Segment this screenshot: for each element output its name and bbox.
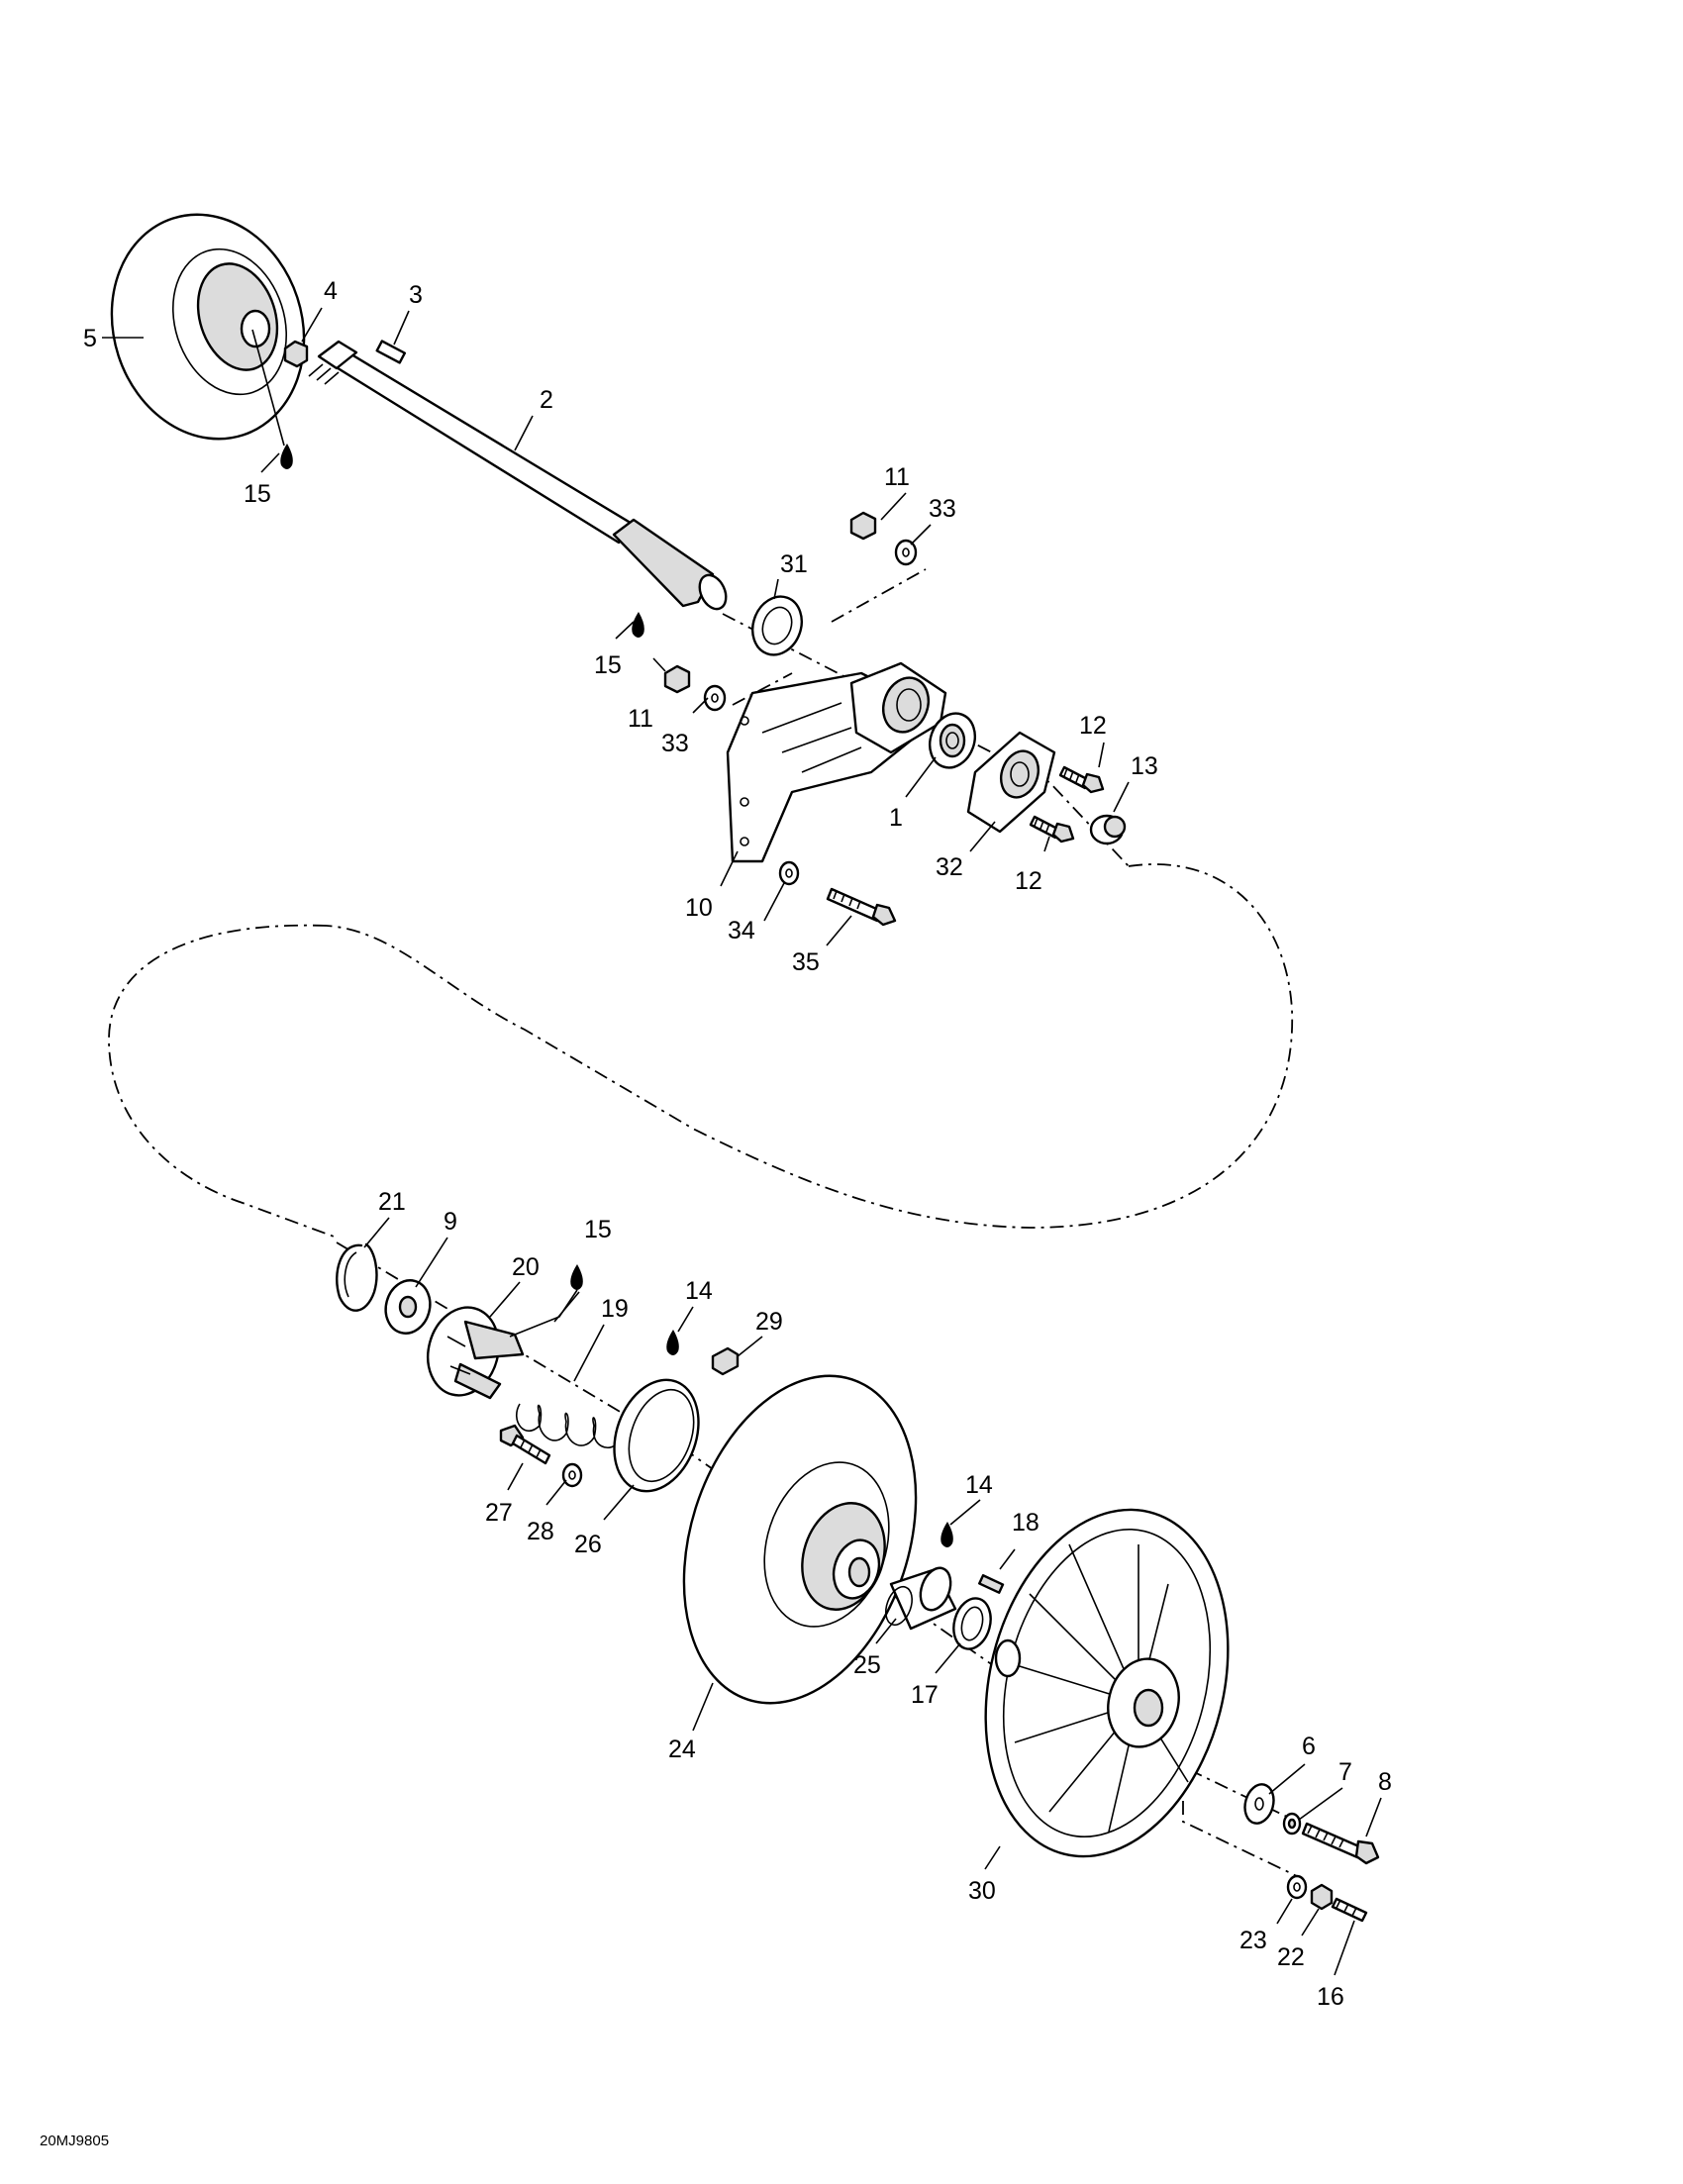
part-16-screw [1331,1897,1368,1923]
callout-8: 8 [1378,1768,1392,1796]
callout-22: 22 [1277,1943,1305,1971]
callout-12-lower: 12 [1015,867,1042,895]
part-11-nut-upper [849,511,877,541]
part-23-washer [1286,1874,1308,1900]
part-5-sheave [110,213,306,441]
grease-drop-icon [570,1264,583,1290]
callout-18: 18 [1012,1509,1040,1537]
callout-19: 19 [601,1295,629,1323]
drawing-code: 20MJ9805 [40,2133,109,2149]
callout-34: 34 [728,917,755,944]
callout-3: 3 [409,281,423,309]
upper-axis-line [831,568,927,623]
part-24-sheave [682,1374,918,1705]
part-11-nut-lower [663,664,691,694]
callout-29: 29 [755,1308,783,1336]
part-18-key [978,1574,1005,1594]
callout-11-lower: 11 [628,705,653,733]
part-4-nut [283,340,309,368]
callout-33-lower: 33 [661,730,689,757]
part-6-washer [1243,1783,1275,1825]
part-31-seal [751,595,803,656]
part-7-lockwasher [1282,1812,1302,1836]
callout-10: 10 [685,894,713,922]
callout-12-upper: 12 [1079,712,1107,740]
part-3-key [375,340,407,364]
callout-6: 6 [1302,1733,1316,1760]
drive-belt-outline [108,863,1294,1239]
bearing-housing [849,661,947,754]
part-12-screw-upper [1058,765,1105,794]
part-25-sleeve [885,1566,957,1631]
callout-15-lower: 15 [584,1216,612,1243]
part-33-washer-lower [703,684,727,712]
callout-labels: 5 4 3 2 15 11 33 31 15 11 33 12 13 1 32 … [83,277,1392,2011]
callout-33-upper: 33 [929,495,956,523]
bracket-axis-line [732,672,793,706]
callout-4: 4 [324,277,338,305]
callout-20: 20 [512,1253,540,1281]
part-9-washer [384,1279,432,1335]
part-27-bolt [499,1424,551,1465]
part-21-circlip [336,1242,378,1312]
callout-11-upper: 11 [884,463,910,491]
callout-15-upper: 15 [244,480,271,508]
callout-2: 2 [540,386,553,414]
callout-1: 1 [889,804,903,832]
part-2-shaft [308,340,728,611]
part-13-cap [1089,814,1127,845]
callout-25: 25 [853,1651,881,1679]
part-28-washer [561,1462,583,1488]
callout-5: 5 [83,325,97,352]
part-12-screw-lower [1029,815,1075,844]
bolt-axis-line [1162,1756,1288,1818]
callout-15-middle: 15 [594,651,622,679]
part-17-ring [952,1597,992,1650]
grease-drop-icon [280,444,293,469]
part-33-washer-upper [894,539,918,566]
leader-lines [102,307,1382,1976]
callout-28: 28 [527,1518,554,1545]
callout-14-upper: 14 [685,1277,713,1305]
part-22-nut [1310,1883,1334,1911]
callout-26: 26 [574,1531,602,1558]
callout-27: 27 [485,1499,513,1527]
bolt-axis-line-2 [1182,1772,1298,1877]
callout-16: 16 [1317,1983,1344,2011]
part-26-ring [613,1378,700,1493]
part-32-flange [966,731,1056,834]
part-20-cam [427,1306,525,1400]
part-29-slider [711,1346,740,1376]
callout-17: 17 [911,1681,939,1709]
callout-7: 7 [1338,1758,1352,1786]
callout-21: 21 [378,1188,406,1216]
callout-32: 32 [936,853,963,881]
part-35-bolt [826,887,897,927]
callout-23: 23 [1239,1927,1267,1954]
part-8-bolt [1301,1822,1380,1865]
part-30-fixed-sheave [984,1508,1230,1858]
part-34-washer [778,860,800,886]
callout-9: 9 [444,1208,457,1236]
callout-35: 35 [792,948,820,976]
grease-drop-icon [632,612,644,638]
callout-31: 31 [780,550,808,578]
grease-drop-icon [940,1522,953,1547]
callout-13: 13 [1131,752,1158,780]
callout-30: 30 [968,1877,996,1905]
part-1-bearing [929,712,976,769]
driven-axis-line [336,1241,1040,1699]
callout-24: 24 [668,1736,696,1763]
callout-14-lower: 14 [965,1471,993,1499]
shaft-axis-line [722,613,1130,867]
grease-drop-icon [666,1330,679,1355]
